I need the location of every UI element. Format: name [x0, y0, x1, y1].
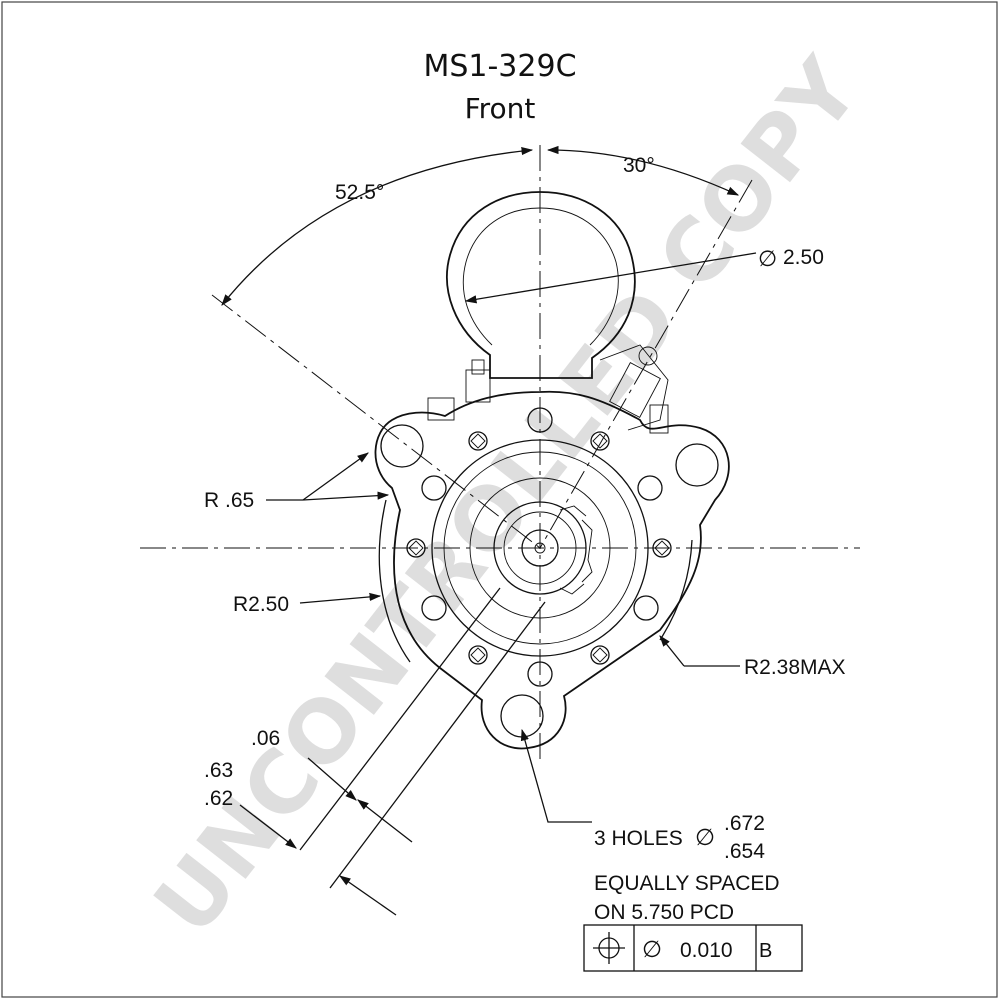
- holes-dia-upper: .672: [724, 812, 765, 835]
- offset-dim-lower-out: [339, 875, 397, 916]
- offset-dim-upper-out: [357, 799, 413, 843]
- housing-outline-right: [659, 539, 693, 641]
- angle-arc-right: [546, 145, 740, 196]
- dim-63-label: .63: [204, 759, 233, 782]
- bolt-holes: [406, 407, 672, 687]
- r065-leader-lower: [302, 491, 390, 501]
- r065-leader-upper: [302, 452, 369, 501]
- offset-dim-upper: [307, 757, 357, 801]
- angle-label-left: 52.5°: [335, 181, 384, 204]
- pinion-gear: [493, 501, 587, 595]
- pinion-root: [503, 511, 577, 585]
- offset-dim-lower: [239, 804, 297, 849]
- mounting-hole-top-left: [380, 424, 424, 468]
- tolerance-value: 0.010: [680, 939, 733, 962]
- r065-label: R .65: [204, 489, 254, 512]
- pinion-teeth: [559, 505, 593, 595]
- shaft: [521, 529, 559, 567]
- drawing-subtitle: Front: [465, 92, 536, 125]
- terminal-studs: [427, 344, 669, 434]
- pilot-outer: [431, 439, 649, 657]
- dia-symbol: ∅: [758, 246, 777, 271]
- nose-bore: [469, 477, 611, 619]
- dim-06-label: .06: [251, 727, 280, 750]
- r250-label: R2.50: [233, 593, 289, 616]
- mounting-flange: [374, 390, 730, 750]
- holes-dia-lower: .654: [724, 840, 765, 863]
- offset-extension-1: [299, 587, 501, 851]
- mounting-hole-right: [675, 443, 719, 487]
- holes-leader: [520, 728, 592, 823]
- feature-control-frame: ∅ 0.010 B: [583, 924, 803, 972]
- housing-outline: [378, 499, 411, 663]
- dia-250-dimension-line: [464, 252, 757, 304]
- dim-62-label: .62: [204, 787, 233, 810]
- tolerance-dia-symbol: ∅: [642, 936, 662, 962]
- r238max-label: R2.38MAX: [744, 656, 846, 679]
- pcd-label: ON 5.750 PCD: [594, 901, 734, 924]
- solenoid-outline: [446, 191, 636, 379]
- drawing-title: MS1-329C: [423, 49, 576, 84]
- offset-extension-2: [329, 601, 546, 889]
- angle-arc-left: [221, 146, 534, 306]
- pilot-inner: [443, 451, 637, 645]
- datum-label: B: [759, 940, 772, 962]
- right-angle-line: [539, 179, 753, 549]
- holes-dia-symbol: ∅: [695, 824, 715, 850]
- dia-250-label: 2.50: [783, 246, 824, 269]
- solenoid-inner: [462, 207, 619, 346]
- r250-leader: [299, 592, 382, 604]
- position-symbol-icon: [593, 932, 625, 964]
- r238max-leader-arrow: [659, 635, 685, 667]
- shaft-center: [534, 542, 546, 554]
- left-angle-line: [211, 294, 541, 549]
- equally-spaced-label: EQUALLY SPACED: [594, 872, 780, 895]
- angle-label-right: 30°: [623, 154, 655, 177]
- holes-label: 3 HOLES: [594, 827, 683, 850]
